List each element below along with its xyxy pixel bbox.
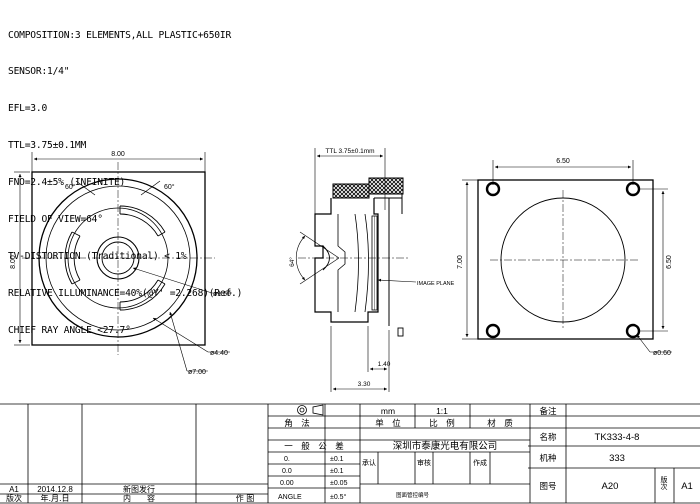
drawing-number-value: A20 [602, 481, 619, 492]
tol-value: ±0.5° [330, 493, 347, 501]
revision-date: 2014.12.8 [37, 485, 73, 494]
angle-left-label: 60° [65, 183, 76, 191]
spec-line: TTL=3.75±0.1MM [8, 140, 87, 152]
spec-line: FIELD OF VIEW=64° [8, 214, 103, 226]
scale-header: 比 例 [429, 418, 455, 429]
fov-label: 64° [288, 257, 296, 267]
inner-diameter-label: ø4.40 [210, 350, 228, 357]
spec-line: TV-DISTORTION (Traditional) < 1% [8, 250, 187, 262]
front-height-dim: 8.00 [10, 255, 17, 269]
side-view-labels: TTL 3.75±0.1mm 64° IMAGE PLANE 1.40 3.30 [288, 148, 455, 388]
front-width-dim: 8.00 [111, 151, 125, 158]
revision-content: 新图发行 [123, 484, 155, 494]
image-plane-label: IMAGE PLANE [417, 281, 455, 287]
version-label: 版次 [660, 475, 668, 491]
spec-line: COMPOSITION:3 ELEMENTS,ALL PLASTIC+650IR [8, 29, 232, 41]
make-label: 作成 [473, 458, 487, 467]
approve-label: 承认 [362, 458, 376, 467]
back-height-inner-dim: 6.50 [666, 255, 673, 269]
ttl-label: TTL 3.75±0.1mm [325, 148, 374, 155]
header-author: 作 图 [236, 493, 255, 503]
angle-right-label: 60° [164, 183, 175, 191]
spec-line: SENSOR:1/4" [8, 66, 70, 78]
header-date: 年.月.日 [40, 493, 69, 503]
tol-precision: 0.0 [282, 468, 292, 475]
tolerance-header: 一 般 公 差 [284, 441, 344, 452]
unit-symbol: mm [381, 406, 395, 416]
tol-precision: ANGLE [278, 494, 302, 501]
title-block-text: mm 1:1 角 法 单 位 比 例 材 质 一 般 公 差 深圳市泰康光电有限… [6, 406, 693, 503]
model-label: 机种 [539, 453, 556, 464]
drawing-number-label: 图号 [539, 482, 556, 492]
back-view [462, 160, 672, 353]
tol-value: ±0.05 [330, 480, 348, 487]
front-view-labels: 8.00 8.00 60° 60° ø1.60 ø4.40 ø7.00 [10, 151, 231, 376]
step-dim-label: 1.40 [378, 361, 391, 368]
tol-value: ±0.1 [330, 468, 344, 475]
back-width-dim: 6.50 [556, 158, 570, 165]
title-block [0, 403, 700, 504]
spec-line: EFL=3.0 [8, 103, 48, 115]
front-view [14, 152, 232, 372]
version-value: A1 [681, 481, 693, 492]
spec-line: FNO=2.4±5% (INFINITE) [8, 177, 126, 189]
revision-version: A1 [9, 485, 19, 494]
material-header: 材 质 [487, 418, 513, 429]
model-value: 333 [609, 453, 625, 464]
remarks-label: 备注 [539, 406, 557, 417]
spec-line: RELATIVE ILLUMINANCE=40%(@Y' =2.268)(Ref… [8, 287, 243, 299]
header-content: 内 容 [123, 493, 155, 503]
total-dim-label: 3.30 [358, 381, 371, 388]
outer-diameter-label: ø7.00 [188, 369, 206, 376]
review-label: 审核 [417, 458, 431, 467]
header-version: 版次 [6, 493, 22, 503]
angle-header: 角 法 [284, 418, 310, 429]
tol-precision: 0.00 [280, 480, 294, 487]
name-value: TK333-4-8 [595, 432, 640, 443]
back-view-labels: 6.50 7.00 6.50 ø0.60 [457, 158, 673, 357]
name-label: 名称 [539, 432, 557, 443]
spec-notes: COMPOSITION:3 ELEMENTS,ALL PLASTIC+650IR… [8, 5, 242, 362]
tol-precision: 0. [284, 456, 290, 463]
company-name: 深圳市泰康光电有限公司 [393, 440, 498, 452]
center-diameter-label: ø1.60 [213, 291, 231, 298]
scale-value: 1:1 [436, 406, 448, 416]
hole-diameter-label: ø0.60 [653, 350, 671, 357]
tol-value: ±0.1 [330, 456, 344, 463]
back-height-outer-dim: 7.00 [457, 255, 464, 269]
drawing-mgmt-label: 图面管控编号 [396, 491, 430, 499]
side-view [296, 148, 417, 392]
unit-header: 单 位 [375, 418, 401, 429]
